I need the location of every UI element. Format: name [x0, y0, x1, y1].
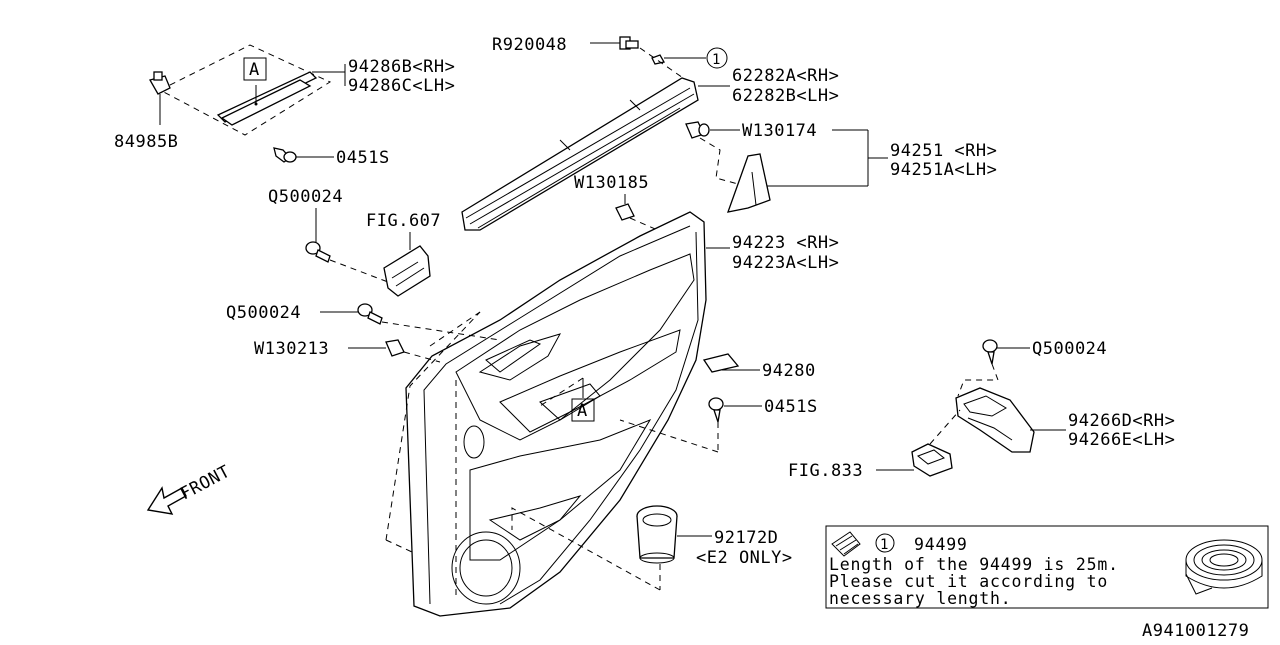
garnish-94286: A	[158, 44, 332, 136]
clip-84985b	[149, 71, 171, 95]
screw-0451s-top	[273, 147, 297, 163]
label-94251: 94251 <RH>	[890, 141, 997, 161]
label-0451s-mid: 0451S	[764, 397, 818, 417]
cover-94251	[727, 153, 771, 213]
note-line-1: Length of the 94499 is 25m.	[829, 555, 1119, 574]
label-e2-only: <E2 ONLY>	[696, 548, 793, 568]
bracket-fig607	[383, 245, 431, 297]
clip-w130174	[685, 121, 710, 139]
label-q500024-a: Q500024	[268, 187, 343, 207]
label-w130213: W130213	[254, 339, 329, 359]
circle-ref-1-note: 1	[880, 537, 889, 553]
label-fig607: FIG.607	[366, 211, 441, 231]
label-94223: 94223 <RH>	[732, 233, 839, 253]
label-q500024-b: Q500024	[226, 303, 301, 323]
switch-panel-94266	[955, 387, 1035, 453]
tape-icon	[831, 531, 861, 557]
bolt-q500024-b	[357, 303, 383, 325]
bolt-q500024-c	[982, 339, 998, 365]
note-line-2: Please cut it according to	[829, 572, 1108, 591]
clip-w130213	[385, 339, 405, 357]
weatherstrip-62282	[461, 77, 699, 231]
label-94280: 94280	[762, 361, 816, 381]
cup-holder-92172d	[636, 505, 678, 564]
label-q500024-c: Q500024	[1032, 339, 1107, 359]
label-r920048: R920048	[492, 35, 567, 55]
bolt-q500024-a	[305, 241, 331, 263]
label-w130185: W130185	[574, 173, 649, 193]
label-92172d: 92172D	[714, 528, 778, 548]
label-62282a: 62282A<RH>	[732, 66, 839, 86]
label-94266e: 94266E<LH>	[1068, 430, 1175, 450]
front-label: FRONT	[177, 462, 234, 505]
label-94286b: 94286B<RH>	[348, 57, 455, 77]
clip-r920048	[619, 36, 639, 50]
door-trim-94223	[405, 211, 707, 617]
ref-a-top: A	[249, 60, 260, 80]
pad-94280	[702, 353, 740, 373]
tape-piece	[651, 54, 666, 65]
label-w130174: W130174	[742, 121, 817, 141]
label-0451s-top: 0451S	[336, 148, 390, 168]
label-fig833: FIG.833	[788, 461, 863, 481]
label-62282b: 62282B<LH>	[732, 86, 839, 106]
ref-a-door: A	[577, 401, 588, 421]
note-line-3: necessary length.	[829, 589, 1011, 608]
label-94286c: 94286C<LH>	[348, 76, 455, 96]
label-94251a: 94251A<LH>	[890, 160, 997, 180]
label-84985b: 84985B	[114, 132, 178, 152]
screw-0451s-mid	[708, 397, 724, 423]
front-arrow-icon	[146, 486, 187, 515]
clip-w130185	[615, 203, 635, 221]
switch-fig833	[911, 443, 953, 477]
note-box: 1 94499 Length of the 94499 is 25m. Plea…	[825, 525, 1269, 609]
tape-roll-icon	[1185, 539, 1263, 595]
label-94223a: 94223A<LH>	[732, 253, 839, 273]
diagram-id: A941001279	[1142, 621, 1249, 640]
note-part-no: 94499	[914, 535, 968, 554]
circle-ref-1: 1	[712, 52, 721, 68]
label-94266d: 94266D<RH>	[1068, 411, 1175, 431]
